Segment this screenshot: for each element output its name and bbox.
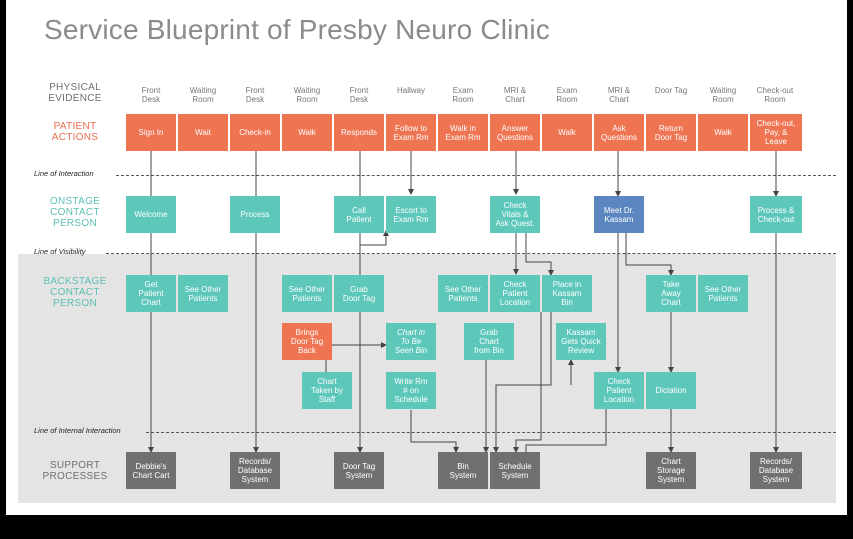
arrow-grabtag-to-escort bbox=[359, 230, 389, 262]
onstage-check-vitals: Check Vitals & Ask Quest. bbox=[490, 196, 540, 233]
patient-action-box: Return Door Tag bbox=[646, 114, 696, 151]
patient-action-box: Follow to Exam Rm bbox=[386, 114, 436, 151]
row-label-patient-actions: PATIENT ACTIONS bbox=[51, 121, 99, 143]
blueprint-sheet: Service Blueprint of Presby Neuro Clinic… bbox=[6, 0, 847, 515]
backstage-write-room-on-schedule: Write Rm # on Schedule bbox=[386, 372, 436, 409]
support-schedule-system: Schedule System bbox=[490, 452, 540, 489]
line-of-interaction-label: Line of Interaction bbox=[34, 169, 94, 178]
row-label-onstage: ONSTAGE CONTACT PERSON bbox=[49, 196, 101, 229]
arrow-writerm-to-bin bbox=[410, 410, 459, 453]
backstage-dictation: Dictation bbox=[646, 372, 696, 409]
patient-action-box: Walk bbox=[282, 114, 332, 151]
onstage-call-patient: Call Patient bbox=[334, 196, 384, 233]
arrow-location-to-schedule bbox=[513, 312, 542, 453]
patient-action-box: Wait bbox=[178, 114, 228, 151]
patient-action-box: Ask Questions bbox=[594, 114, 644, 151]
backstage-place-in-kassam-bin: Place in Kassam Bin bbox=[542, 275, 592, 312]
backstage-chart-taken-by-staff: Chart Taken by Staff bbox=[302, 372, 352, 409]
patient-action-box: Responds bbox=[334, 114, 384, 151]
patient-action-box: Sign In bbox=[126, 114, 176, 151]
support-records-database-system: Records/ Database System bbox=[230, 452, 280, 489]
support-records-database-system: Records/ Database System bbox=[750, 452, 802, 489]
arrow-location2-to-schedule bbox=[523, 405, 607, 459]
line-of-internal-interaction-label: Line of Internal Interaction bbox=[34, 426, 121, 435]
evidence-label: MRI & Chart bbox=[607, 86, 631, 104]
onstage-process: Process bbox=[230, 196, 280, 233]
evidence-label: Front Desk bbox=[245, 86, 265, 104]
patient-action-box: Check-in bbox=[230, 114, 280, 151]
arrow-bin-to-schedule bbox=[493, 312, 552, 453]
backstage-get-patient-chart: Get Patient Chart bbox=[126, 275, 176, 312]
row-label-backstage: BACKSTAGE CONTACT PERSON bbox=[43, 276, 107, 309]
row-label-physical-evidence: PHYSICAL EVIDENCE bbox=[48, 82, 102, 104]
backstage-kassam-gets-quick-review: Kassam Gets Quick Review bbox=[556, 323, 606, 360]
evidence-label: Hallway bbox=[396, 86, 425, 95]
evidence-label: Exam Room bbox=[556, 86, 578, 104]
patient-action-box: Walk in Exam Rm bbox=[438, 114, 488, 151]
diagram-title: Service Blueprint of Presby Neuro Clinic bbox=[44, 14, 550, 45]
backstage-see-other-patients: See Other Patients bbox=[438, 275, 488, 312]
onstage-process-checkout: Process & Check-out bbox=[750, 196, 802, 233]
line-of-visibility bbox=[106, 253, 836, 254]
evidence-label: Waiting Room bbox=[709, 86, 737, 104]
patient-action-box: Answer Questions bbox=[490, 114, 540, 151]
arrow-meetdr-to-takeaway bbox=[625, 231, 674, 276]
evidence-label: Door Tag bbox=[654, 86, 688, 95]
backstage-take-away-chart: Take Away Chart bbox=[646, 275, 696, 312]
patient-action-box: Walk bbox=[542, 114, 592, 151]
backstage-grab-door-tag: Grab Door Tag bbox=[334, 275, 384, 312]
support-chart-storage-system: Chart Storage System bbox=[646, 452, 696, 489]
support-door-tag-system: Door Tag System bbox=[334, 452, 384, 489]
backstage-check-patient-location: Check Patient Location bbox=[594, 372, 644, 409]
line-of-visibility-label: Line of Visibility bbox=[34, 247, 86, 256]
backstage-chart-in-to-be-seen-bin: Chart in To Be Seen Bin bbox=[386, 323, 436, 360]
evidence-label: Waiting Room bbox=[293, 86, 321, 104]
flow-arrows bbox=[148, 151, 779, 459]
backstage-see-other-patients: See Other Patients bbox=[178, 275, 228, 312]
arrow-vitals-to-bin bbox=[525, 231, 554, 276]
evidence-label: Front Desk bbox=[141, 86, 161, 104]
evidence-label: MRI & Chart bbox=[503, 86, 527, 104]
backstage-brings-door-tag-back: Brings Door Tag Back bbox=[282, 323, 332, 360]
line-of-interaction bbox=[116, 175, 836, 176]
backstage-see-other-patients: See Other Patients bbox=[698, 275, 748, 312]
patient-action-box: Walk bbox=[698, 114, 748, 151]
evidence-label: Check-out Room bbox=[756, 86, 794, 104]
onstage-escort: Escort to Exam Rm bbox=[386, 196, 436, 233]
patient-action-box: Check-out, Pay, & Leave bbox=[750, 114, 802, 151]
support-bin-system: Bin System bbox=[438, 452, 488, 489]
backstage-grab-chart-from-bin: Grab Chart from Bin bbox=[464, 323, 514, 360]
evidence-label: Exam Room bbox=[452, 86, 474, 104]
row-label-support: SUPPORT PROCESSES bbox=[42, 460, 108, 482]
backstage-check-patient-location: Check Patient Location bbox=[490, 275, 540, 312]
onstage-welcome: Welcome bbox=[126, 196, 176, 233]
line-of-internal-interaction bbox=[146, 432, 836, 433]
support-debbies-chart-cart: Debbie's Chart Cart bbox=[126, 452, 176, 489]
onstage-meet-doctor: Meet Dr. Kassam bbox=[594, 196, 644, 233]
evidence-label: Front Desk bbox=[349, 86, 369, 104]
backstage-see-other-patients: See Other Patients bbox=[282, 275, 332, 312]
evidence-label: Waiting Room bbox=[189, 86, 217, 104]
